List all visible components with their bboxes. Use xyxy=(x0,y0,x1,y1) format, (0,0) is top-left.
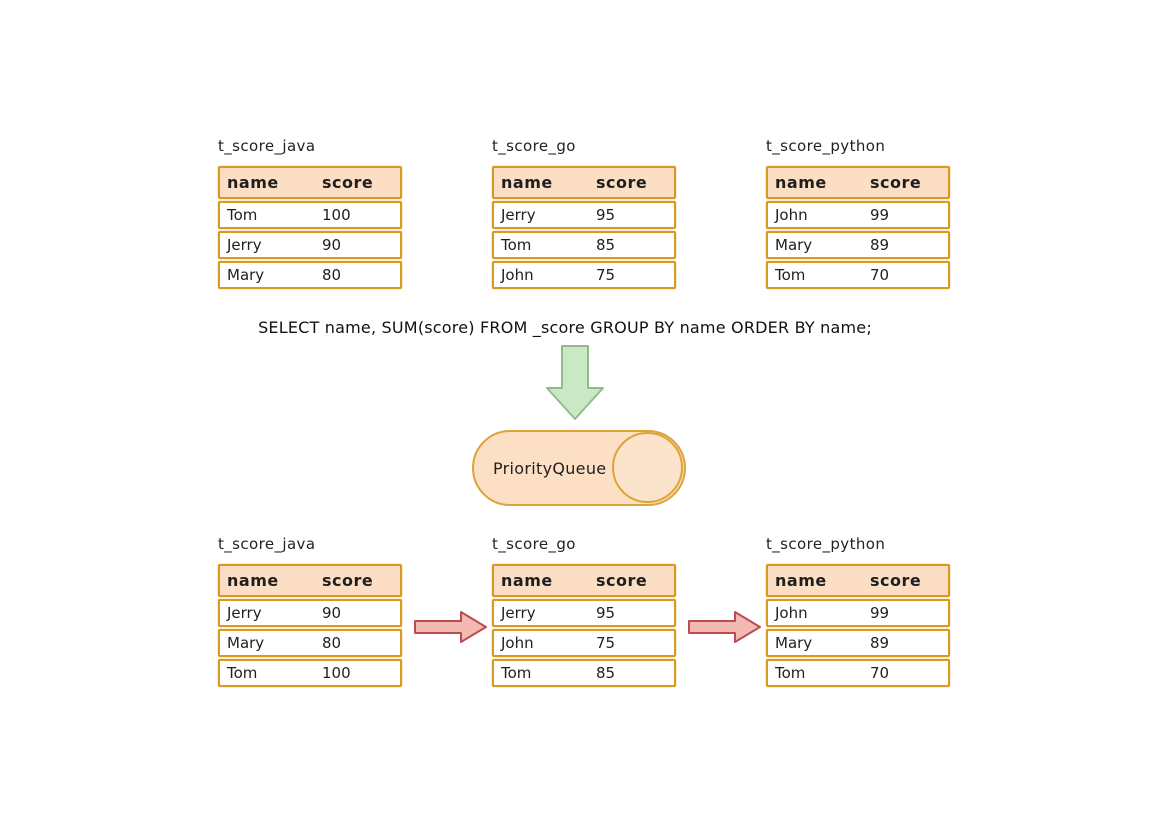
cell-score: 75 xyxy=(596,634,616,652)
column-header-score: score xyxy=(322,571,374,590)
cell-score: 95 xyxy=(596,206,616,224)
table-row: Tom 85 xyxy=(492,659,676,687)
table-row: Tom 100 xyxy=(218,201,402,229)
cell-score: 89 xyxy=(870,236,890,254)
table-group-top-python: t_score_python name score John 99 Mary 8… xyxy=(766,137,950,289)
cell-score: 70 xyxy=(870,266,890,284)
sql-query-text: SELECT name, SUM(score) FROM _score GROU… xyxy=(258,318,872,337)
data-table: name score Jerry 95 Tom 85 John 75 xyxy=(492,166,676,289)
table-row: Mary 80 xyxy=(218,629,402,657)
table-row: Tom 85 xyxy=(492,231,676,259)
column-header-score: score xyxy=(322,173,374,192)
table-row: Tom 100 xyxy=(218,659,402,687)
data-table: name score John 99 Mary 89 Tom 70 xyxy=(766,564,950,687)
column-header-name: name xyxy=(227,571,279,590)
cell-score: 95 xyxy=(596,604,616,622)
table-row: Jerry 95 xyxy=(492,599,676,627)
data-table: name score John 99 Mary 89 Tom 70 xyxy=(766,166,950,289)
table-group-bottom-python: t_score_python name score John 99 Mary 8… xyxy=(766,535,950,687)
table-header-row: name score xyxy=(766,564,950,597)
cell-name: Tom xyxy=(227,206,258,224)
cell-name: Tom xyxy=(501,664,532,682)
cell-score: 85 xyxy=(596,236,616,254)
cylinder-end-cap xyxy=(612,432,683,503)
table-row: John 99 xyxy=(766,599,950,627)
column-header-name: name xyxy=(501,571,553,590)
cell-name: Mary xyxy=(775,236,813,254)
cell-score: 75 xyxy=(596,266,616,284)
table-row: Tom 70 xyxy=(766,659,950,687)
table-title: t_score_python xyxy=(766,137,886,155)
down-arrow-icon xyxy=(546,345,604,420)
table-group-bottom-go: t_score_go name score Jerry 95 John 75 T… xyxy=(492,535,676,687)
table-title: t_score_go xyxy=(492,137,576,155)
cell-score: 99 xyxy=(870,604,890,622)
cell-name: John xyxy=(501,634,534,652)
table-header-row: name score xyxy=(492,166,676,199)
cell-name: John xyxy=(775,206,808,224)
column-header-score: score xyxy=(870,173,922,192)
table-title: t_score_java xyxy=(218,137,316,155)
priority-queue-label: PriorityQueue xyxy=(493,458,607,478)
table-title: t_score_java xyxy=(218,535,316,553)
right-arrow-icon xyxy=(688,611,761,643)
column-header-score: score xyxy=(870,571,922,590)
table-group-top-go: t_score_go name score Jerry 95 Tom 85 Jo… xyxy=(492,137,676,289)
cell-name: Jerry xyxy=(227,604,262,622)
table-row: Jerry 90 xyxy=(218,599,402,627)
cell-name: Tom xyxy=(501,236,532,254)
cell-name: John xyxy=(501,266,534,284)
cell-name: Tom xyxy=(775,266,806,284)
column-header-name: name xyxy=(501,173,553,192)
cell-score: 90 xyxy=(322,236,342,254)
cell-score: 99 xyxy=(870,206,890,224)
table-row: Tom 70 xyxy=(766,261,950,289)
cell-name: Mary xyxy=(227,634,265,652)
cell-name: Tom xyxy=(227,664,258,682)
cell-score: 100 xyxy=(322,206,351,224)
data-table: name score Jerry 90 Mary 80 Tom 100 xyxy=(218,564,402,687)
column-header-score: score xyxy=(596,571,648,590)
column-header-name: name xyxy=(775,173,827,192)
cell-score: 89 xyxy=(870,634,890,652)
table-row: John 75 xyxy=(492,261,676,289)
table-group-top-java: t_score_java name score Tom 100 Jerry 90… xyxy=(218,137,402,289)
cell-score: 70 xyxy=(870,664,890,682)
column-header-name: name xyxy=(227,173,279,192)
table-header-row: name score xyxy=(492,564,676,597)
table-title: t_score_go xyxy=(492,535,576,553)
right-arrow-icon xyxy=(414,611,487,643)
cell-score: 80 xyxy=(322,266,342,284)
table-row: Jerry 90 xyxy=(218,231,402,259)
cell-name: John xyxy=(775,604,808,622)
data-table: name score Tom 100 Jerry 90 Mary 80 xyxy=(218,166,402,289)
priority-queue-cylinder: PriorityQueue xyxy=(472,430,686,506)
column-header-score: score xyxy=(596,173,648,192)
table-row: Jerry 95 xyxy=(492,201,676,229)
cell-name: Jerry xyxy=(501,604,536,622)
cell-name: Mary xyxy=(227,266,265,284)
table-row: John 99 xyxy=(766,201,950,229)
table-header-row: name score xyxy=(218,564,402,597)
cell-score: 90 xyxy=(322,604,342,622)
cell-score: 80 xyxy=(322,634,342,652)
data-table: name score Jerry 95 John 75 Tom 85 xyxy=(492,564,676,687)
cell-name: Tom xyxy=(775,664,806,682)
cell-name: Jerry xyxy=(227,236,262,254)
cell-name: Jerry xyxy=(501,206,536,224)
table-title: t_score_python xyxy=(766,535,886,553)
table-header-row: name score xyxy=(218,166,402,199)
table-row: Mary 80 xyxy=(218,261,402,289)
cell-score: 100 xyxy=(322,664,351,682)
table-row: Mary 89 xyxy=(766,231,950,259)
table-row: John 75 xyxy=(492,629,676,657)
cell-score: 85 xyxy=(596,664,616,682)
table-header-row: name score xyxy=(766,166,950,199)
table-group-bottom-java: t_score_java name score Jerry 90 Mary 80… xyxy=(218,535,402,687)
column-header-name: name xyxy=(775,571,827,590)
table-row: Mary 89 xyxy=(766,629,950,657)
cell-name: Mary xyxy=(775,634,813,652)
